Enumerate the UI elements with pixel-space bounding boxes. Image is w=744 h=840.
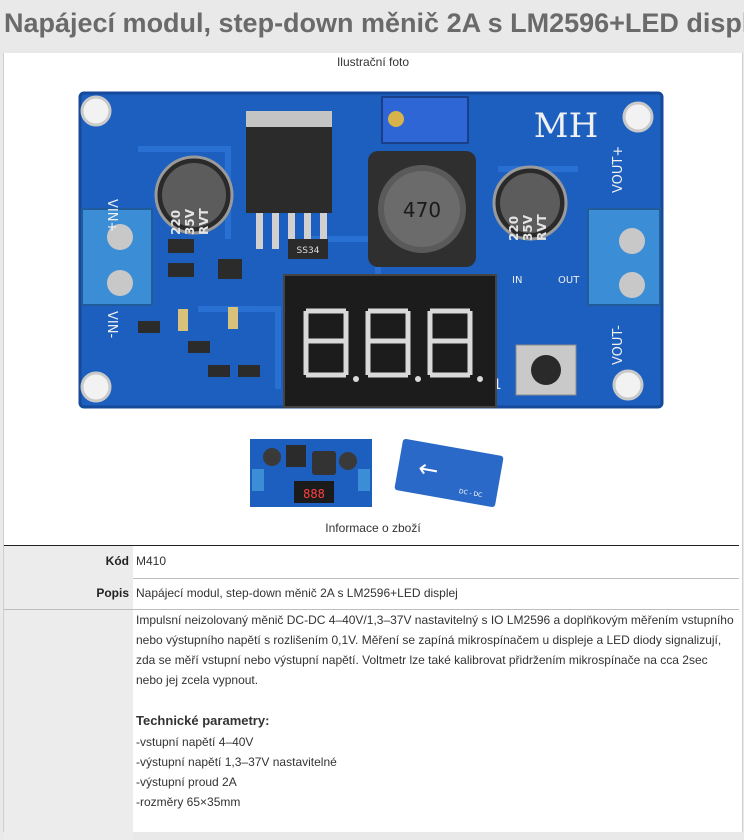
product-panel: Ilustrační foto 220 35V RVT <box>3 53 743 840</box>
long-description: Impulsní neizolovaný měnič DC-DC 4–40V/1… <box>136 613 734 687</box>
info-table-top-border <box>4 545 739 546</box>
inductor-label: 470 <box>403 198 441 222</box>
mounting-hole <box>80 371 112 403</box>
dc-dc-label: DC - DC <box>458 488 482 499</box>
output-terminal <box>587 208 661 306</box>
cap-right-text: RVT <box>535 213 549 241</box>
gallery-caption: Ilustrační foto <box>336 55 410 69</box>
mounting-hole <box>622 101 654 133</box>
capacitor-right: 220 35V RVT <box>492 165 568 241</box>
mounting-hole <box>612 369 644 401</box>
thumbnail-back[interactable]: ← DC - DC <box>388 435 510 511</box>
vout-plus-label: VOUT+ <box>611 146 626 193</box>
tech-param: -výstupní napětí 1,3–37V nastavitelné <box>136 755 337 769</box>
description-label: Popis <box>4 578 133 609</box>
tech-params-heading: Technické parametry: <box>136 713 270 728</box>
mounting-hole <box>80 95 112 127</box>
vin-minus-label: VIN- <box>104 311 119 338</box>
diode: SS34 <box>288 239 328 259</box>
cap-left-text: 220 <box>169 210 183 235</box>
push-button <box>515 344 577 396</box>
diode-label: SS34 <box>297 246 320 256</box>
page-title: Napájecí modul, step-down měnič 2A s LM2… <box>4 8 744 38</box>
tech-param: -rozměry 65×35mm <box>136 795 241 809</box>
led-display <box>283 274 497 408</box>
brand-label: MH <box>534 106 598 146</box>
cap-left-text: RVT <box>197 207 211 235</box>
details-label-cell <box>4 610 133 840</box>
info-row-description: Popis Napájecí modul, step-down měnič 2A… <box>4 578 739 610</box>
potentiometer <box>381 96 469 144</box>
capacitor-left: 220 35V RVT <box>154 155 234 235</box>
cap-right-text: 220 <box>507 216 521 241</box>
description-value: Napájecí modul, step-down měnič 2A s LM2… <box>136 586 458 600</box>
svg-text:888: 888 <box>303 487 325 501</box>
in-label: IN <box>512 275 522 286</box>
mounting-holes <box>80 95 654 403</box>
cap-right-text: 35V <box>521 214 535 241</box>
product-main-image[interactable]: 220 35V RVT 470 <box>78 89 664 413</box>
tech-param: -vstupní napětí 4–40V <box>136 735 254 749</box>
cap-left-text: 35V <box>183 208 197 235</box>
tech-param: -výstupní proud 2A <box>136 775 237 789</box>
svg-text:←: ← <box>416 454 441 485</box>
info-row-code: Kód M410 <box>4 546 739 579</box>
info-caption: Informace o zboží <box>325 521 421 535</box>
code-value: M410 <box>136 554 167 568</box>
out-label: OUT <box>558 275 580 286</box>
input-terminal <box>81 208 153 306</box>
thumbnail-front[interactable]: 888 <box>250 435 372 511</box>
vin-plus-label: VIN+ <box>104 199 119 232</box>
regulator-chip <box>246 111 332 249</box>
vout-minus-label: VOUT- <box>611 325 626 365</box>
code-label: Kód <box>4 546 133 578</box>
inductor: 470 <box>368 151 476 267</box>
